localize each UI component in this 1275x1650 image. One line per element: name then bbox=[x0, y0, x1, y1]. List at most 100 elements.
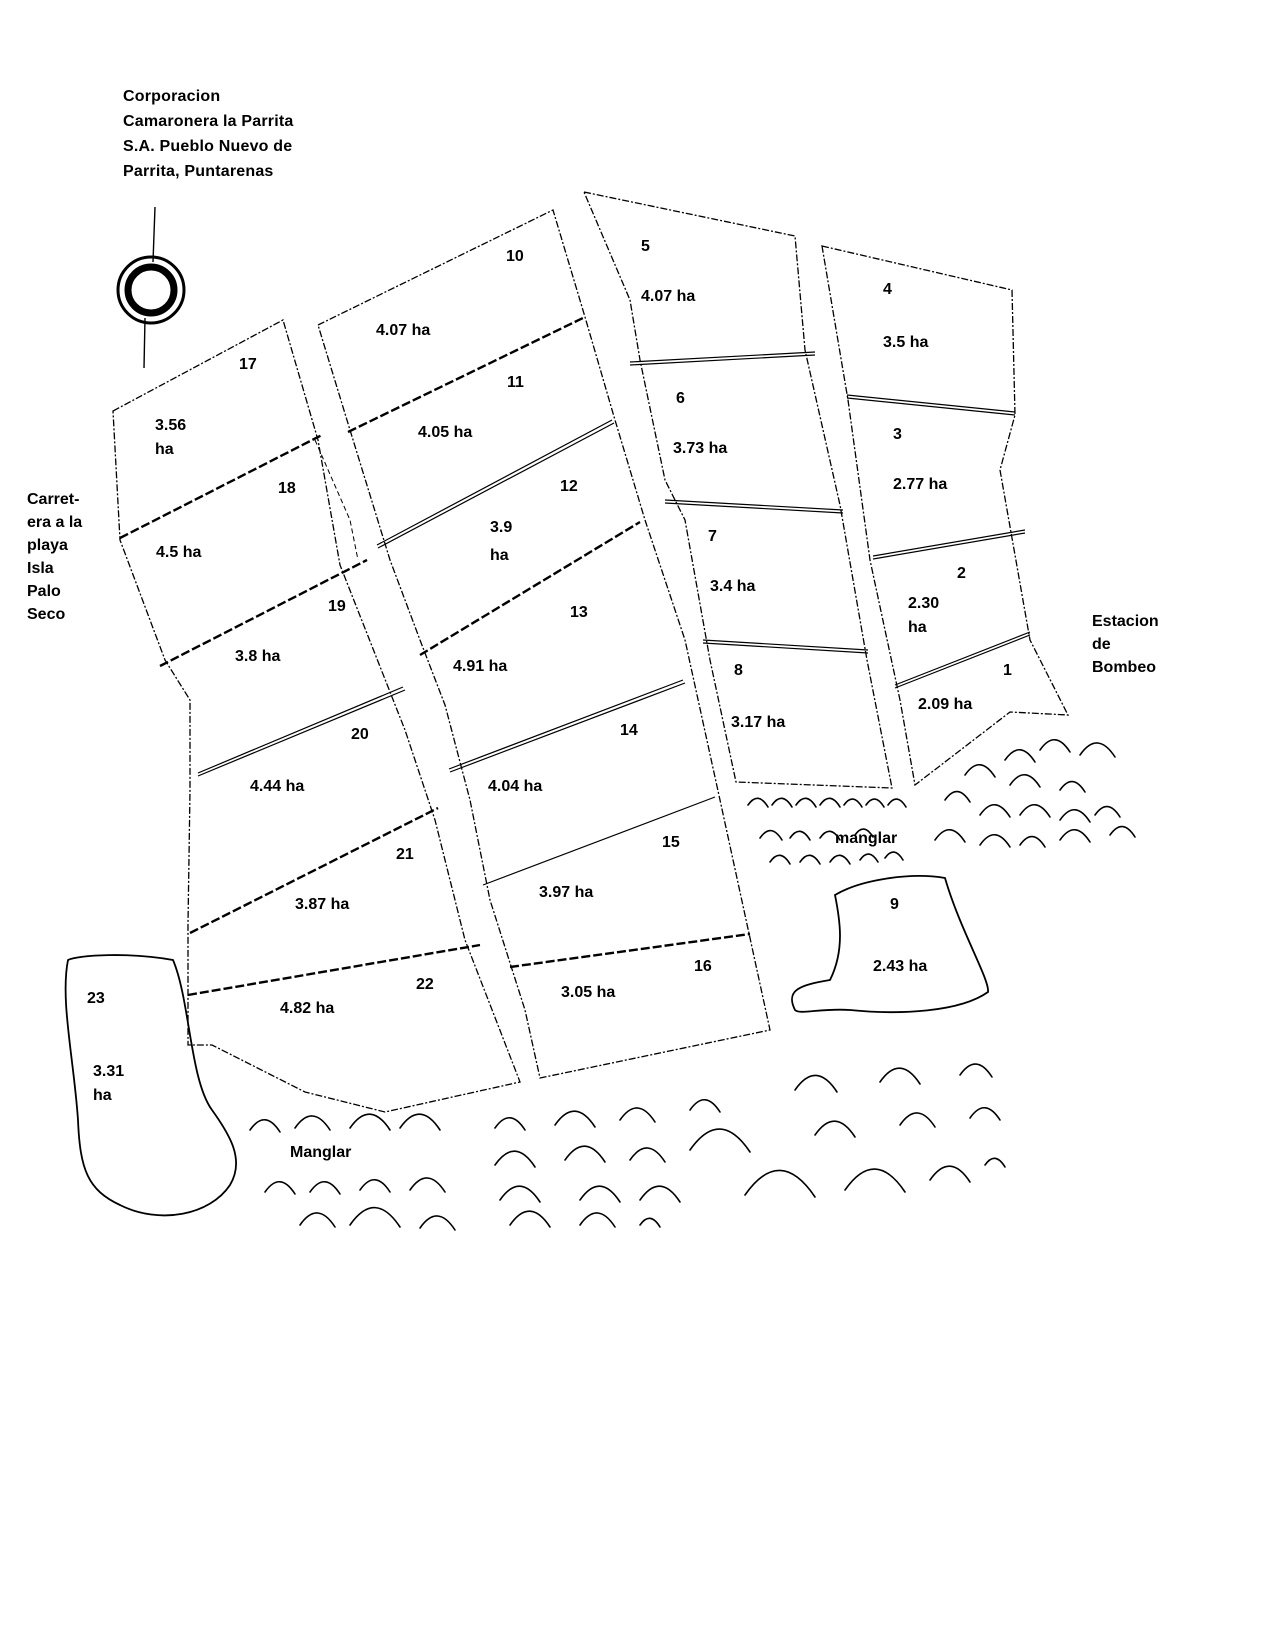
mangrove-arc-icon bbox=[509, 1210, 551, 1228]
pond-number: 20 bbox=[351, 726, 369, 743]
mangrove-arc-icon bbox=[419, 1215, 456, 1231]
mangrove-arc-icon bbox=[264, 1180, 296, 1195]
mangrove-arc-icon bbox=[759, 829, 783, 841]
mangrove-arc-icon bbox=[639, 1217, 661, 1228]
mangrove-arc-icon bbox=[1019, 803, 1051, 818]
mangrove-arc-icon bbox=[619, 1107, 656, 1123]
pond-area: 3.4 ha bbox=[710, 578, 756, 595]
pond-area: 4.5 ha bbox=[156, 544, 202, 561]
mangrove-arc-icon bbox=[564, 1145, 606, 1163]
mangrove-arc-icon bbox=[744, 1169, 816, 1198]
pond-number: 15 bbox=[662, 834, 680, 851]
pond-column-center bbox=[317, 209, 771, 1079]
pond-area: 3.56 ha bbox=[155, 417, 187, 458]
mangrove-label: Manglar bbox=[290, 1144, 352, 1161]
mangrove-arc-icon bbox=[959, 1063, 993, 1078]
pond-number: 17 bbox=[239, 356, 257, 373]
mangrove-arc-icon bbox=[689, 1098, 721, 1113]
road-label-line: era a la bbox=[27, 514, 83, 531]
mangrove-arc-icon bbox=[771, 797, 793, 808]
pond-number: 5 bbox=[641, 238, 650, 255]
pond-number: 14 bbox=[620, 722, 638, 739]
title-line: S.A. Pueblo Nuevo de bbox=[123, 138, 293, 155]
pond-area: 3.9 ha bbox=[490, 519, 513, 564]
mangrove-arc-icon bbox=[639, 1185, 681, 1203]
pond-area: 3.05 ha bbox=[561, 984, 616, 1001]
pond-area: 3.8 ha bbox=[235, 648, 281, 665]
pond-area: 4.91 ha bbox=[453, 658, 508, 675]
mangrove-arc-icon bbox=[794, 1074, 838, 1093]
mangrove-arc-icon bbox=[884, 851, 904, 861]
mangrove-arc-icon bbox=[799, 854, 821, 865]
pond-area: 3.97 ha bbox=[539, 884, 594, 901]
mangrove-arc-icon bbox=[843, 798, 863, 808]
mangrove-arc-icon bbox=[879, 1067, 921, 1085]
pond-number: 8 bbox=[734, 662, 743, 679]
pond-number: 6 bbox=[676, 390, 685, 407]
mangrove-arc-icon bbox=[249, 738, 1136, 1231]
mangrove-arc-icon bbox=[819, 797, 841, 808]
mangrove-arc-icon bbox=[299, 1212, 336, 1228]
pond-number: 13 bbox=[570, 604, 588, 621]
mangrove-arc-icon bbox=[499, 1185, 541, 1203]
mangrove-arc-icon bbox=[829, 854, 851, 865]
mangrove-arc-icon bbox=[979, 803, 1011, 818]
mangrove-arc-icon bbox=[819, 830, 841, 841]
pond-number: 21 bbox=[396, 846, 414, 863]
road-label-line: Palo bbox=[27, 583, 61, 600]
mangrove-arc-icon bbox=[944, 790, 971, 803]
north-arrow-icon bbox=[116, 206, 186, 369]
mangrove-arc-icon bbox=[1059, 808, 1091, 823]
pond-area: 2.43 ha bbox=[873, 958, 928, 975]
pond-number: 9 bbox=[890, 896, 899, 913]
mangrove-arc-icon bbox=[294, 1115, 331, 1131]
mangrove-arc-icon bbox=[1009, 773, 1041, 788]
mangrove-arc-icon bbox=[979, 833, 1011, 848]
pond-number: 18 bbox=[278, 480, 296, 497]
pump-station-label: Estacion de Bombeo bbox=[1092, 610, 1159, 679]
pond-area: 3.31 ha bbox=[93, 1063, 125, 1104]
pond-number: 12 bbox=[560, 478, 578, 495]
mangrove-arc-icon bbox=[984, 1157, 1006, 1168]
mangrove-arc-icon bbox=[844, 1168, 906, 1193]
mangrove-arc-icon bbox=[554, 1110, 596, 1128]
access-road bbox=[314, 439, 359, 561]
pond-area: 4.44 ha bbox=[250, 778, 305, 795]
mangrove-arc-icon bbox=[579, 1212, 616, 1228]
pond-number: 23 bbox=[87, 990, 105, 1007]
mangrove-arc-icon bbox=[309, 1180, 341, 1195]
farm-title: Corporacion Camaronera la Parrita S.A. P… bbox=[123, 84, 294, 184]
pond-area: 3.73 ha bbox=[673, 440, 728, 457]
road-label: Carret- era a la playa Isla Palo Seco bbox=[27, 488, 82, 626]
pond-number: 16 bbox=[694, 958, 712, 975]
mangrove-arc-icon bbox=[689, 1128, 751, 1153]
station-label-line: Bombeo bbox=[1092, 659, 1156, 676]
mangrove-arc-icon bbox=[795, 797, 817, 808]
mangrove-arc-icon bbox=[409, 1177, 446, 1193]
pond-column-west bbox=[112, 319, 521, 1113]
road-label-line: Isla bbox=[27, 560, 54, 577]
mangrove-arc-icon bbox=[249, 1118, 281, 1133]
mangrove-arc-icon bbox=[789, 830, 811, 841]
pond-area: 2.77 ha bbox=[893, 476, 948, 493]
mangrove-arc-icon bbox=[929, 1165, 971, 1183]
pond-number: 3 bbox=[893, 426, 902, 443]
pond-column-far-east bbox=[821, 245, 1070, 787]
pond-area: 3.5 ha bbox=[883, 334, 929, 351]
pond-area: 3.17 ha bbox=[731, 714, 786, 731]
pond-number: 11 bbox=[507, 374, 524, 391]
pond-area: 4.05 ha bbox=[418, 424, 473, 441]
mangrove-arc-icon bbox=[494, 1150, 536, 1168]
pond-area: 4.07 ha bbox=[641, 288, 696, 305]
mangrove-arc-icon bbox=[1039, 738, 1071, 753]
mangrove-arc-icon bbox=[1094, 805, 1121, 818]
mangrove-arc-icon bbox=[964, 763, 996, 778]
mangrove-arc-icon bbox=[934, 828, 966, 843]
pond-area: 4.04 ha bbox=[488, 778, 543, 795]
mangrove-arc-icon bbox=[1019, 835, 1046, 848]
mangrove-arc-icon bbox=[1079, 742, 1116, 758]
pond-number: 19 bbox=[328, 598, 346, 615]
mangrove-arc-icon bbox=[769, 854, 791, 865]
pond-number: 10 bbox=[506, 248, 524, 265]
pond-number: 2 bbox=[957, 565, 966, 582]
